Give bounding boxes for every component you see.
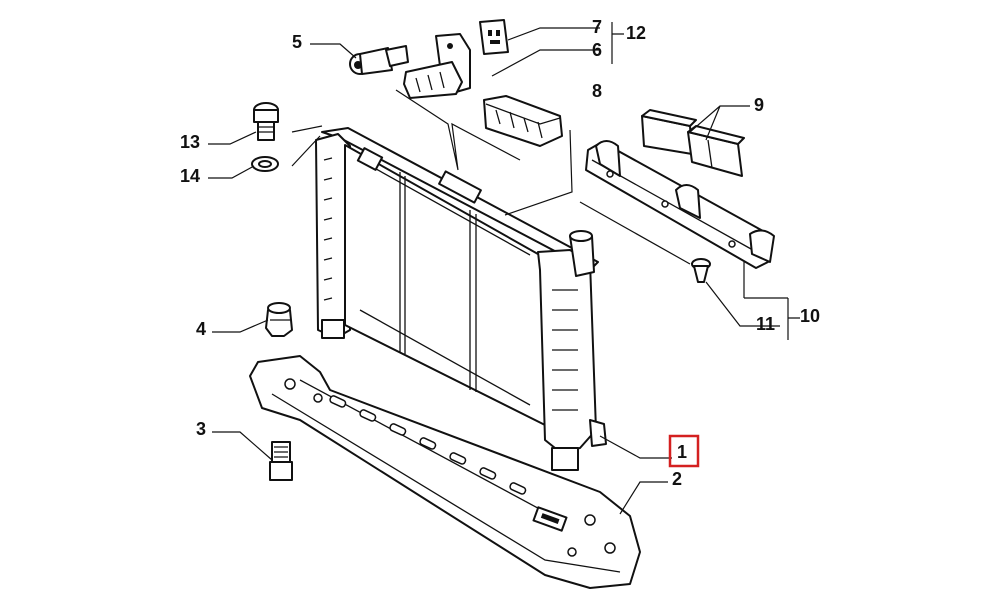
callout-8: 8 xyxy=(592,81,602,101)
callout-labels: 1 2 3 4 5 6 7 8 9 10 11 12 13 14 xyxy=(180,17,820,489)
washer-part-14 xyxy=(251,156,279,172)
callout-10: 10 xyxy=(800,306,820,326)
callout-12: 12 xyxy=(626,23,646,43)
callout-leaders xyxy=(208,22,800,515)
plug-part-13 xyxy=(253,102,279,141)
bolt-part-5 xyxy=(349,45,409,75)
bracket-part-8 xyxy=(483,95,563,147)
callout-1: 1 xyxy=(677,442,687,462)
support-rail-part-10 xyxy=(585,140,775,269)
rubber-mounts-part-9 xyxy=(641,109,745,177)
clip-part-7 xyxy=(479,19,509,55)
crossmember xyxy=(249,355,641,589)
grommet-part-4 xyxy=(265,302,293,337)
callout-4: 4 xyxy=(196,319,206,339)
callout-5: 5 xyxy=(292,32,302,52)
callout-6: 6 xyxy=(592,40,602,60)
assembly-guide-lines xyxy=(291,89,691,265)
callout-11: 11 xyxy=(756,314,775,334)
callout-3: 3 xyxy=(196,419,206,439)
callout-1-highlight-box xyxy=(668,434,700,468)
callout-2: 2 xyxy=(672,469,682,489)
bolt-part-3 xyxy=(269,441,293,481)
radiator xyxy=(315,127,607,471)
bracket-part-6 xyxy=(403,33,471,99)
callout-13: 13 xyxy=(180,132,200,152)
callout-14: 14 xyxy=(180,166,200,186)
callout-7: 7 xyxy=(592,17,602,37)
screw-part-11 xyxy=(691,258,711,283)
callout-9: 9 xyxy=(754,95,764,115)
